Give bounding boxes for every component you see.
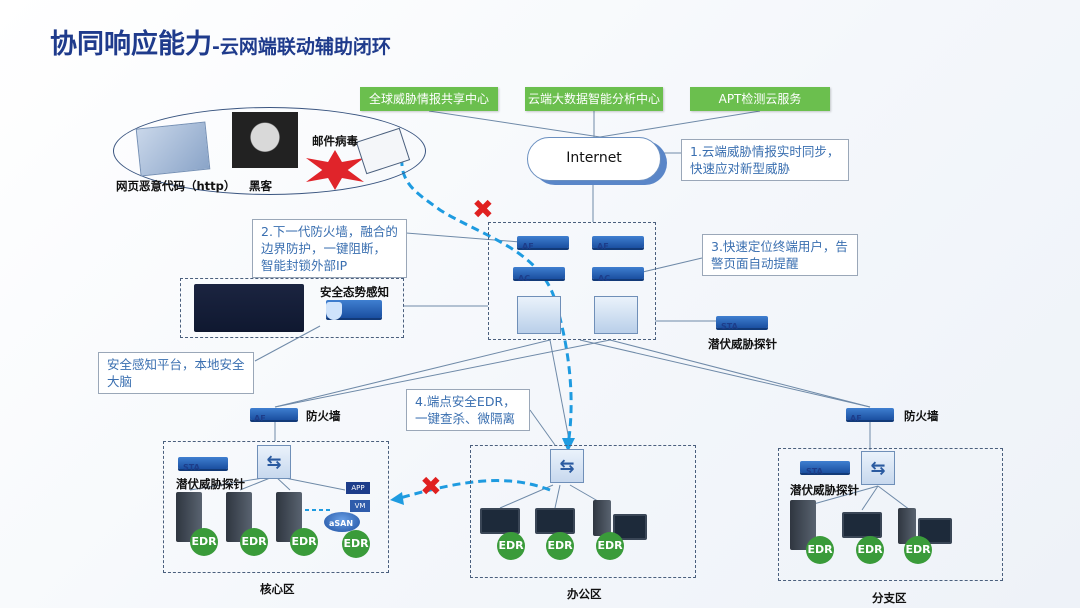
web-code-label: 网页恶意代码（http） <box>116 179 236 193</box>
office-switch: ⇆ <box>550 449 584 483</box>
ac-tag-1: AC <box>518 274 531 283</box>
threat-intel-center: 全球威胁情报共享中心 <box>360 87 498 111</box>
ac-device-1 <box>513 267 565 279</box>
branch-pc-1 <box>842 512 882 538</box>
note-edr: 4.端点安全EDR，一键查杀、微隔离 <box>406 389 530 431</box>
isolate-x-icon: ✖ <box>420 472 442 502</box>
edr-badge: EDR <box>497 532 525 560</box>
situation-label: 安全态势感知 <box>320 285 389 299</box>
af-tag-1: AF <box>522 242 534 251</box>
app-tag: APP <box>346 482 370 494</box>
situation-dashboard-image <box>194 284 304 332</box>
edr-badge: EDR <box>240 528 268 556</box>
firewall-core-label: 防火墙 <box>306 409 341 423</box>
firewall-branch <box>846 408 894 420</box>
center-zone <box>488 222 656 340</box>
web-code-image <box>135 121 211 177</box>
asan-disk <box>324 512 360 532</box>
probe-label-branch: 潜伏威胁探针 <box>790 483 859 497</box>
probe-device-branch <box>800 461 850 473</box>
bigdata-center: 云端大数据智能分析中心 <box>525 87 663 111</box>
edr-badge: EDR <box>342 530 370 558</box>
zone-office-label: 办公区 <box>567 587 602 601</box>
af-tag-2: AF <box>597 242 609 251</box>
office-pc-2 <box>535 508 575 534</box>
af-device-1 <box>517 236 569 248</box>
edr-badge: EDR <box>190 528 218 556</box>
probe-device-top <box>716 316 768 328</box>
office-zone <box>470 445 696 578</box>
core-router-1 <box>517 296 561 334</box>
block-x-icon: ✖ <box>472 195 494 225</box>
branch-pc-tower <box>898 508 916 544</box>
vm-tag: VM <box>350 500 370 512</box>
title-main: 协同响应能力 <box>50 29 212 60</box>
edr-badge: EDR <box>806 536 834 564</box>
email-virus-label: 邮件病毒 <box>312 134 358 148</box>
probe-label-top: 潜伏威胁探针 <box>708 337 777 351</box>
title-sub: -云网端联动辅助闭环 <box>212 36 391 58</box>
situation-zone <box>180 278 404 338</box>
office-pc-1 <box>480 508 520 534</box>
office-pc-3 <box>613 514 647 540</box>
sta-tag-branch: STA <box>806 467 823 476</box>
apt-cloud-service: APT检测云服务 <box>690 87 830 111</box>
firewall-core <box>250 408 298 420</box>
edr-badge: EDR <box>904 536 932 564</box>
af-device-2 <box>592 236 644 248</box>
core-switch: ⇆ <box>257 445 291 479</box>
hacker-label: 黑客 <box>249 179 272 193</box>
internet-label: Internet <box>566 150 622 166</box>
probe-label-core: 潜伏威胁探针 <box>176 477 245 491</box>
note-ngfw: 2.下一代防火墙，融合的边界防护，一键阻断，智能封锁外部IP <box>252 219 407 278</box>
branch-switch: ⇆ <box>861 451 895 485</box>
edr-badge: EDR <box>856 536 884 564</box>
sta-tag-top: STA <box>721 322 738 331</box>
zone-branch-label: 分支区 <box>872 591 907 605</box>
office-pc-tower <box>593 500 611 536</box>
threat-ellipse <box>113 107 426 195</box>
shield-icon <box>326 302 342 320</box>
core-router-2 <box>594 296 638 334</box>
internet-cloud: Internet <box>527 137 661 181</box>
edr-badge: EDR <box>546 532 574 560</box>
edr-badge: EDR <box>290 528 318 556</box>
zone-core-label: 核心区 <box>260 582 295 596</box>
asan-tag: aSAN <box>329 519 354 528</box>
branch-zone <box>778 448 1003 581</box>
probe-device-core <box>178 457 228 469</box>
edr-badge: EDR <box>596 532 624 560</box>
hacker-image <box>232 112 298 168</box>
core-zone <box>163 441 389 573</box>
note-security-platform: 安全感知平台，本地安全大脑 <box>98 352 254 394</box>
af-tag-core: AF <box>254 414 266 423</box>
sta-tag-core: STA <box>183 463 200 472</box>
af-tag-branch: AF <box>850 414 862 423</box>
note-locate-user: 3.快速定位终端用户，告警页面自动提醒 <box>702 234 858 276</box>
page-title: 协同响应能力-云网端联动辅助闭环 <box>50 22 391 61</box>
ac-device-2 <box>592 267 644 279</box>
firewall-branch-label: 防火墙 <box>904 409 939 423</box>
note-cloud-sync: 1.云端威胁情报实时同步，快速应对新型威胁 <box>681 139 849 181</box>
ac-tag-2: AC <box>598 274 611 283</box>
